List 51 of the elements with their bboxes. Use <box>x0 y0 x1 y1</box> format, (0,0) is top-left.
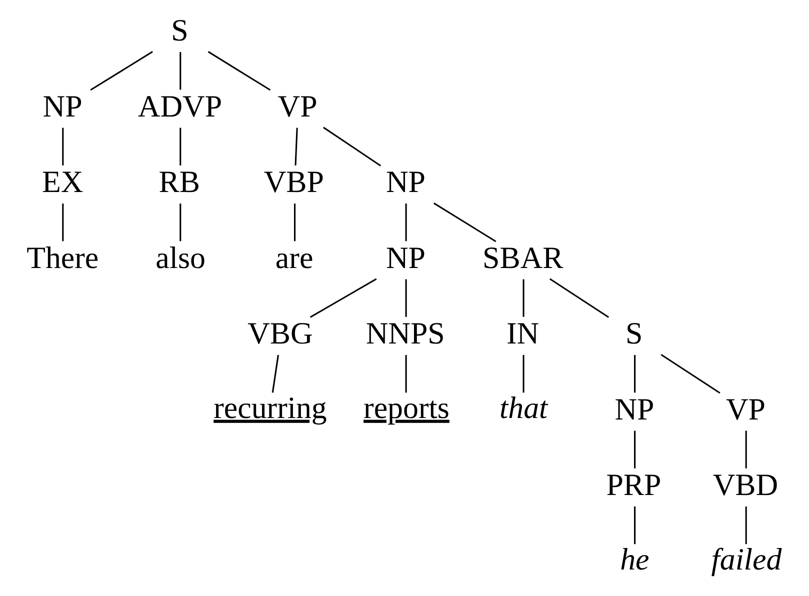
node-text: recurring <box>214 390 327 425</box>
connector <box>522 355 524 393</box>
node-text: RB <box>158 164 200 200</box>
connector <box>549 278 610 318</box>
connector <box>405 355 407 393</box>
connector <box>433 202 496 242</box>
connector <box>745 430 747 468</box>
node-text: PRP <box>606 467 662 502</box>
connector <box>310 278 377 318</box>
node-text: NP <box>42 88 82 124</box>
connector <box>90 51 153 91</box>
node-text: S <box>171 12 188 48</box>
connector <box>634 430 636 468</box>
connector <box>294 128 298 166</box>
node-text: S <box>626 316 643 351</box>
node-text: There <box>26 240 99 275</box>
node-text: failed <box>711 541 782 576</box>
connector <box>180 128 182 166</box>
node-text: reports <box>364 390 450 425</box>
node-text: NP <box>386 240 426 275</box>
node-text: NP <box>614 391 654 426</box>
node-text: VBG <box>248 316 313 351</box>
node-text: also <box>156 240 206 275</box>
connector <box>62 204 64 242</box>
node-text: NNPS <box>366 316 445 351</box>
connector <box>634 506 636 544</box>
connector <box>180 204 182 242</box>
connector <box>522 279 524 317</box>
node-text: NP <box>386 164 426 200</box>
node-text: he <box>620 541 650 576</box>
node-text: VP <box>726 391 766 426</box>
node-text: EX <box>42 164 84 200</box>
connector <box>208 51 271 91</box>
node-text: VBP <box>264 164 324 200</box>
connector <box>660 354 720 394</box>
connector <box>745 506 747 544</box>
connector <box>405 279 407 317</box>
connector <box>323 126 382 166</box>
node-text: SBAR <box>482 240 564 275</box>
connector <box>634 355 636 393</box>
connector <box>62 128 64 166</box>
connector <box>180 52 182 90</box>
connector <box>405 204 407 242</box>
node-text: that <box>500 390 548 425</box>
node-text: VBD <box>712 467 778 502</box>
node-text: ADVP <box>138 88 222 124</box>
connector <box>294 204 296 242</box>
node-text: are <box>275 240 314 275</box>
node-text: VP <box>278 88 318 124</box>
node-text: IN <box>506 316 540 351</box>
connector <box>272 354 279 393</box>
